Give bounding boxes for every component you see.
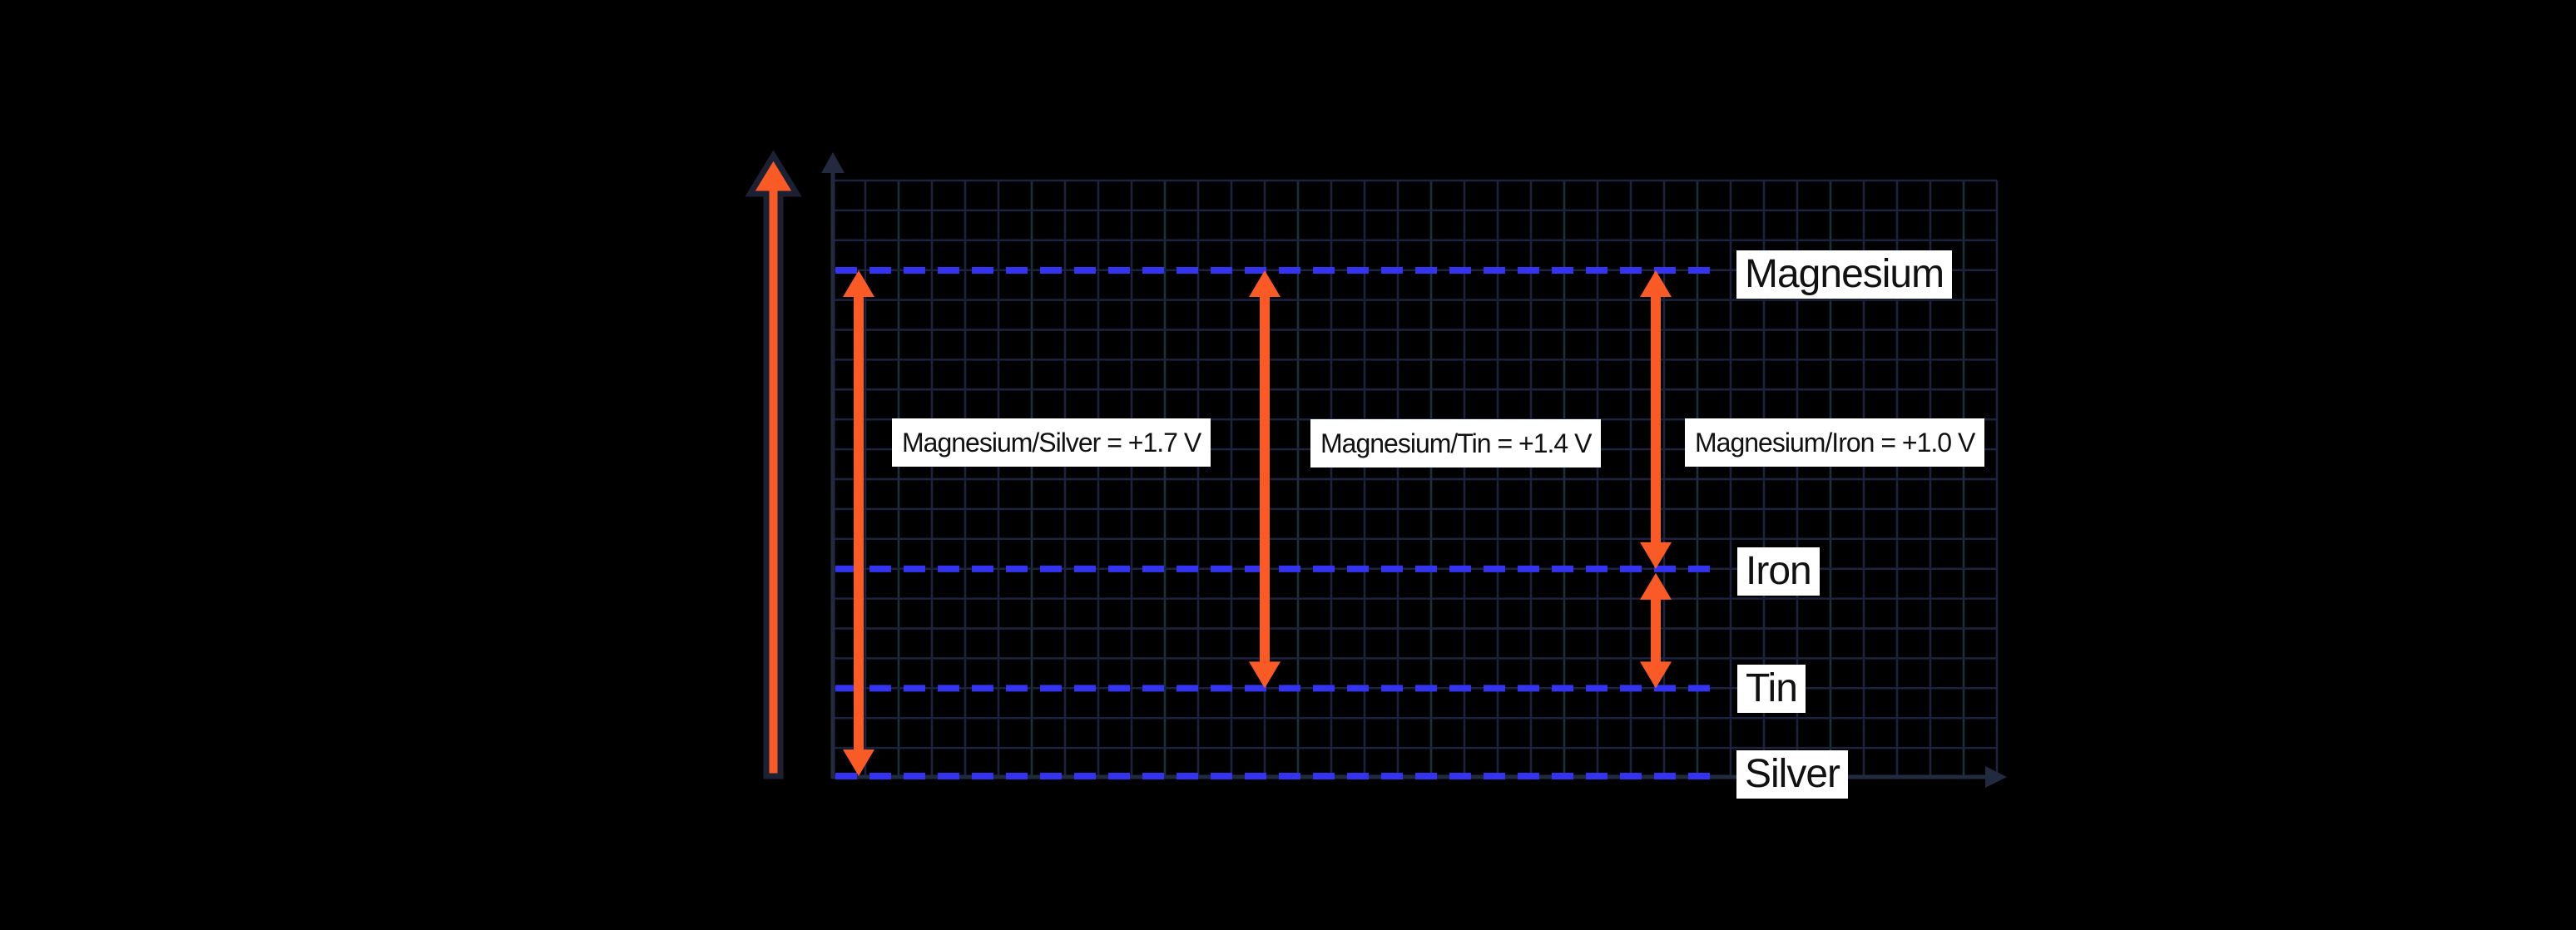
arrow-magnesium-tin [1249,270,1281,689]
level-label-silver: Silver [1736,750,1849,799]
voltage-label-magnesium-tin: Magnesium/Tin = +1.4 V [1310,419,1602,467]
level-label-tin: Tin [1737,665,1806,713]
level-label-iron: Iron [1737,547,1820,596]
big-voltage-arrow [745,150,802,779]
x-axis-arrowhead-icon [1985,766,2007,788]
level-label-magnesium: Magnesium [1736,250,1953,299]
arrow-iron-tin [1640,572,1672,689]
arrow-magnesium-iron [1640,270,1672,569]
voltage-label-magnesium-silver: Magnesium/Silver = +1.7 V [892,418,1211,467]
voltage-label-magnesium-iron: Magnesium/Iron = +1.0 V [1685,418,1985,467]
y-axis-arrowhead-icon [821,152,845,173]
arrow-magnesium-silver [843,270,874,776]
